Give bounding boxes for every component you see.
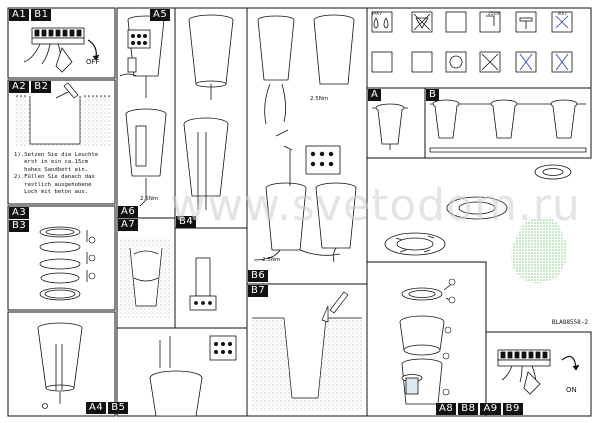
tag-b1: B1	[31, 9, 52, 21]
tag-a6-text: A6	[118, 206, 139, 218]
tag-b6: B6	[248, 270, 269, 282]
distance-symbol: 25cm	[488, 12, 501, 17]
torque-label-a5: 2.5Nm	[140, 196, 159, 202]
tag-b8: B8	[458, 403, 479, 415]
tag-a4: A4	[86, 402, 107, 414]
off-label: OFF	[86, 58, 100, 66]
tag-a9: A9	[480, 403, 501, 415]
ik-symbol: IK07	[558, 11, 567, 16]
tag-a2-b2: A2 B2	[9, 81, 52, 93]
tag-a4-b5: A4 B5	[86, 402, 129, 414]
tag-a-text: A	[368, 89, 382, 101]
tag-b: B	[426, 89, 440, 101]
tag-a8: A8	[436, 403, 457, 415]
tag-a2: A2	[9, 81, 30, 93]
tag-a5-text: A5	[150, 9, 171, 21]
tag-a1: A1	[9, 9, 30, 21]
tag-a6: A6	[118, 206, 139, 218]
tag-b9: B9	[502, 403, 523, 415]
torque-label-b6-top: 2.5Nm	[310, 96, 329, 102]
tag-a7-text: A7	[118, 219, 139, 231]
document-code: BLA88558-2	[551, 319, 588, 326]
ipx7-symbol: IPX7	[372, 12, 382, 17]
tag-b7-text: B7	[248, 285, 269, 297]
tag-b7: B7	[248, 285, 269, 297]
installation-instructions: 1).Setzen Sie die Leuchte erst in ein ca…	[14, 152, 99, 196]
tag-b4-text: B4	[176, 216, 197, 228]
tag-b5: B5	[108, 402, 129, 414]
tag-b4: B4	[176, 216, 197, 228]
tag-a8-b8-a9-b9: A8 B8 A9 B9	[436, 403, 523, 415]
tag-a: A	[368, 89, 382, 101]
tag-a7: A7	[118, 219, 139, 231]
tag-b6-text: B6	[248, 270, 269, 282]
tag-a3-b3: A3 B3	[9, 207, 30, 232]
torque-label-b6-bottom: 2.5Nm	[262, 257, 281, 263]
tag-a1-b1: A1 B1	[9, 9, 52, 21]
tag-a3: A3	[9, 207, 30, 219]
on-label: ON	[566, 386, 577, 394]
tag-a5: A5	[150, 9, 171, 21]
tag-b3: B3	[9, 220, 30, 232]
tag-b2: B2	[31, 81, 52, 93]
tag-b-text: B	[426, 89, 440, 101]
